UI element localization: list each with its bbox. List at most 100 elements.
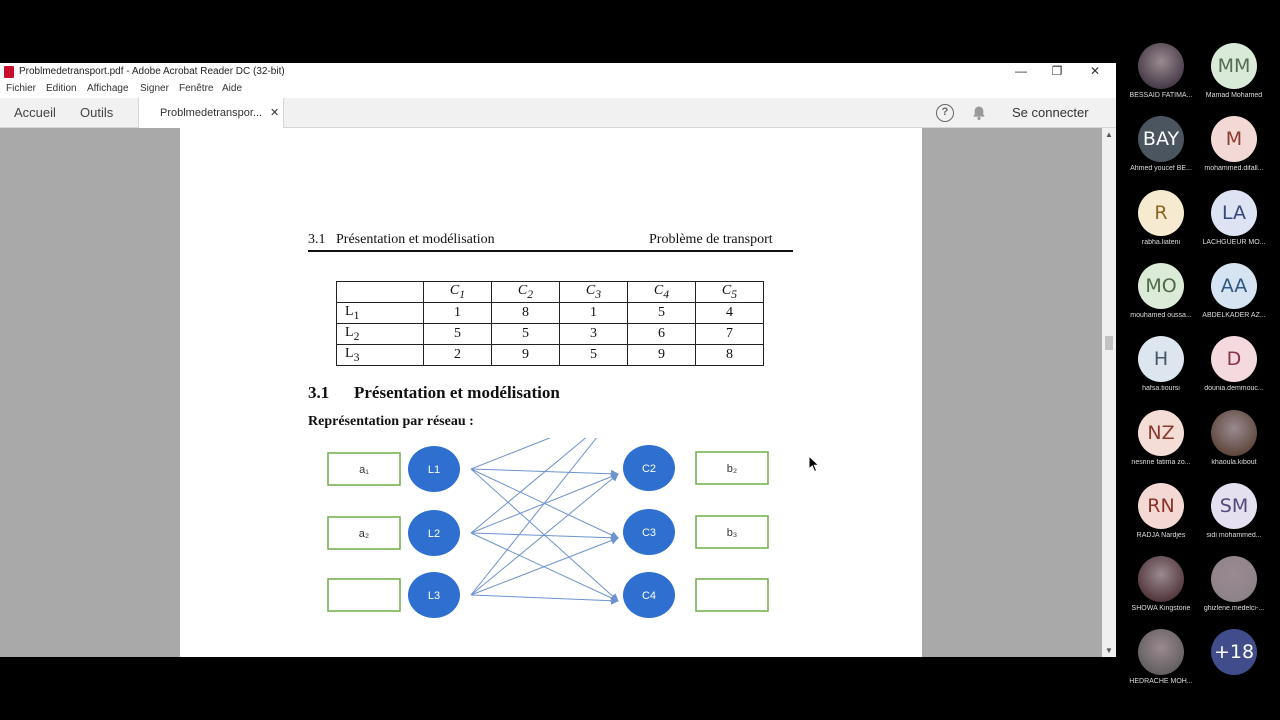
participant-photo — [1211, 556, 1257, 603]
participant-tile[interactable]: khaoula.kibout — [1193, 409, 1275, 466]
flow-arrow — [470, 532, 619, 542]
section-title: Présentation et modélisation — [354, 383, 560, 402]
table-cell: 9 — [491, 344, 560, 366]
participant-avatar: BAY — [1138, 116, 1184, 163]
demand-box — [695, 451, 769, 485]
close-tab-icon[interactable]: ✕ — [270, 107, 280, 119]
flow-arrow — [470, 473, 619, 596]
table-cell: 3 — [559, 323, 628, 345]
tab-outils[interactable]: Outils — [80, 105, 114, 120]
table-cell: 2 — [423, 344, 492, 366]
cost-table: C1 C2 C3 C4 C5 L1 1 8 1 5 4 — [336, 281, 764, 366]
participant-tile[interactable]: SM sidi mohammed... — [1193, 482, 1275, 539]
participant-avatar: SM — [1211, 482, 1257, 529]
menu-edition[interactable]: Edition — [46, 83, 77, 94]
participant-avatar: MO — [1138, 262, 1184, 309]
participant-name: Mamad Mohamed — [1205, 92, 1263, 99]
menu-affichage[interactable]: Affichage — [87, 83, 129, 94]
participant-name: khaoula.kibout — [1211, 458, 1257, 466]
participant-tile[interactable]: BESSAID FATIMA... — [1120, 43, 1202, 99]
running-header-left: 3.1 Présentation et modélisation — [308, 232, 495, 247]
menu-fenetre[interactable]: Fenêtre — [179, 83, 214, 94]
flow-arrow — [470, 438, 598, 596]
flow-arrow — [470, 438, 587, 534]
participant-tile[interactable]: ghizlene.medelci-... — [1193, 556, 1275, 612]
demand-label: b₃ — [727, 527, 738, 539]
sign-in-link[interactable]: Se connecter — [1012, 105, 1089, 120]
menu-fichier[interactable]: Fichier — [6, 83, 37, 94]
table-cell: 1 — [559, 302, 628, 324]
table-cell: 8 — [695, 344, 764, 366]
tab-bar: Accueil Outils Problmedetranspor... ✕ ? … — [0, 98, 1116, 128]
help-icon[interactable]: ? — [936, 104, 954, 122]
supply-node-label: L2 — [428, 528, 440, 540]
document-viewer[interactable]: 3.1 Présentation et modélisation Problèm… — [0, 128, 1102, 657]
participant-avatar: AA — [1211, 262, 1257, 309]
scroll-thumb[interactable] — [1105, 336, 1113, 350]
column-header: C3 — [559, 281, 628, 303]
row-header: L3 — [336, 344, 424, 366]
acrobat-window: Problmedetransport.pdf - Adobe Acrobat R… — [0, 63, 1116, 657]
supply-box — [327, 578, 401, 612]
participant-name: sidi mohammed... — [1206, 531, 1262, 539]
demand-node-label: C3 — [642, 527, 656, 539]
participant-photo — [1138, 43, 1184, 89]
demand-node-label: C4 — [642, 590, 656, 602]
close-window-button[interactable]: ✕ — [1089, 64, 1101, 78]
scroll-up-icon[interactable]: ▲ — [1105, 130, 1113, 139]
participant-tile[interactable]: SHOWA Kingstone — [1120, 556, 1202, 612]
participant-tile[interactable]: HEDRACHE MOH... — [1120, 629, 1202, 685]
participant-avatar: H — [1138, 336, 1184, 383]
supply-box — [327, 516, 401, 550]
running-header-right: Problème de transport — [649, 232, 773, 247]
vertical-scrollbar[interactable]: ▲ ▼ — [1102, 128, 1116, 657]
table-cell: 5 — [559, 344, 628, 366]
participant-avatar: +18 — [1211, 629, 1257, 676]
supply-label: a₁ — [359, 464, 369, 476]
menu-signer[interactable]: Signer — [140, 83, 169, 94]
row-header: L1 — [336, 302, 424, 324]
participant-tile[interactable]: +18 — [1193, 629, 1275, 676]
minimize-button[interactable]: — — [1015, 64, 1027, 78]
tab-document[interactable]: Problmedetranspor... ✕ — [138, 98, 284, 128]
participant-name: hafsa.tioursi — [1142, 385, 1180, 393]
participant-name: BESSAID FATIMA... — [1129, 92, 1193, 99]
demand-node — [623, 572, 675, 618]
demand-node — [623, 445, 675, 491]
menu-aide[interactable]: Aide — [222, 83, 243, 94]
window-title: Problmedetransport.pdf - Adobe Acrobat R… — [19, 66, 285, 77]
row-header: L2 — [336, 323, 424, 345]
supply-node-label: L3 — [428, 590, 440, 602]
table-cell: 5 — [423, 323, 492, 345]
demand-node — [623, 509, 675, 555]
scroll-down-icon[interactable]: ▼ — [1105, 646, 1113, 655]
tab-accueil[interactable]: Accueil — [14, 105, 56, 120]
table-cell: 5 — [627, 302, 696, 324]
title-bar[interactable]: Problmedetransport.pdf - Adobe Acrobat R… — [0, 63, 1116, 82]
column-header: C4 — [627, 281, 696, 303]
restore-button[interactable]: ❐ — [1051, 64, 1063, 78]
demand-box — [695, 515, 769, 549]
participant-avatar: NZ — [1138, 409, 1184, 456]
document-tab-label: Problmedetranspor... — [160, 107, 263, 119]
flow-arrow — [470, 438, 551, 470]
table-cell: 1 — [423, 302, 492, 324]
participant-name: dounia.demmouc... — [1204, 385, 1264, 393]
table-cell: 5 — [491, 323, 560, 345]
supply-label: a₂ — [359, 528, 369, 540]
column-header: C1 — [423, 281, 492, 303]
bell-icon[interactable] — [971, 105, 987, 121]
